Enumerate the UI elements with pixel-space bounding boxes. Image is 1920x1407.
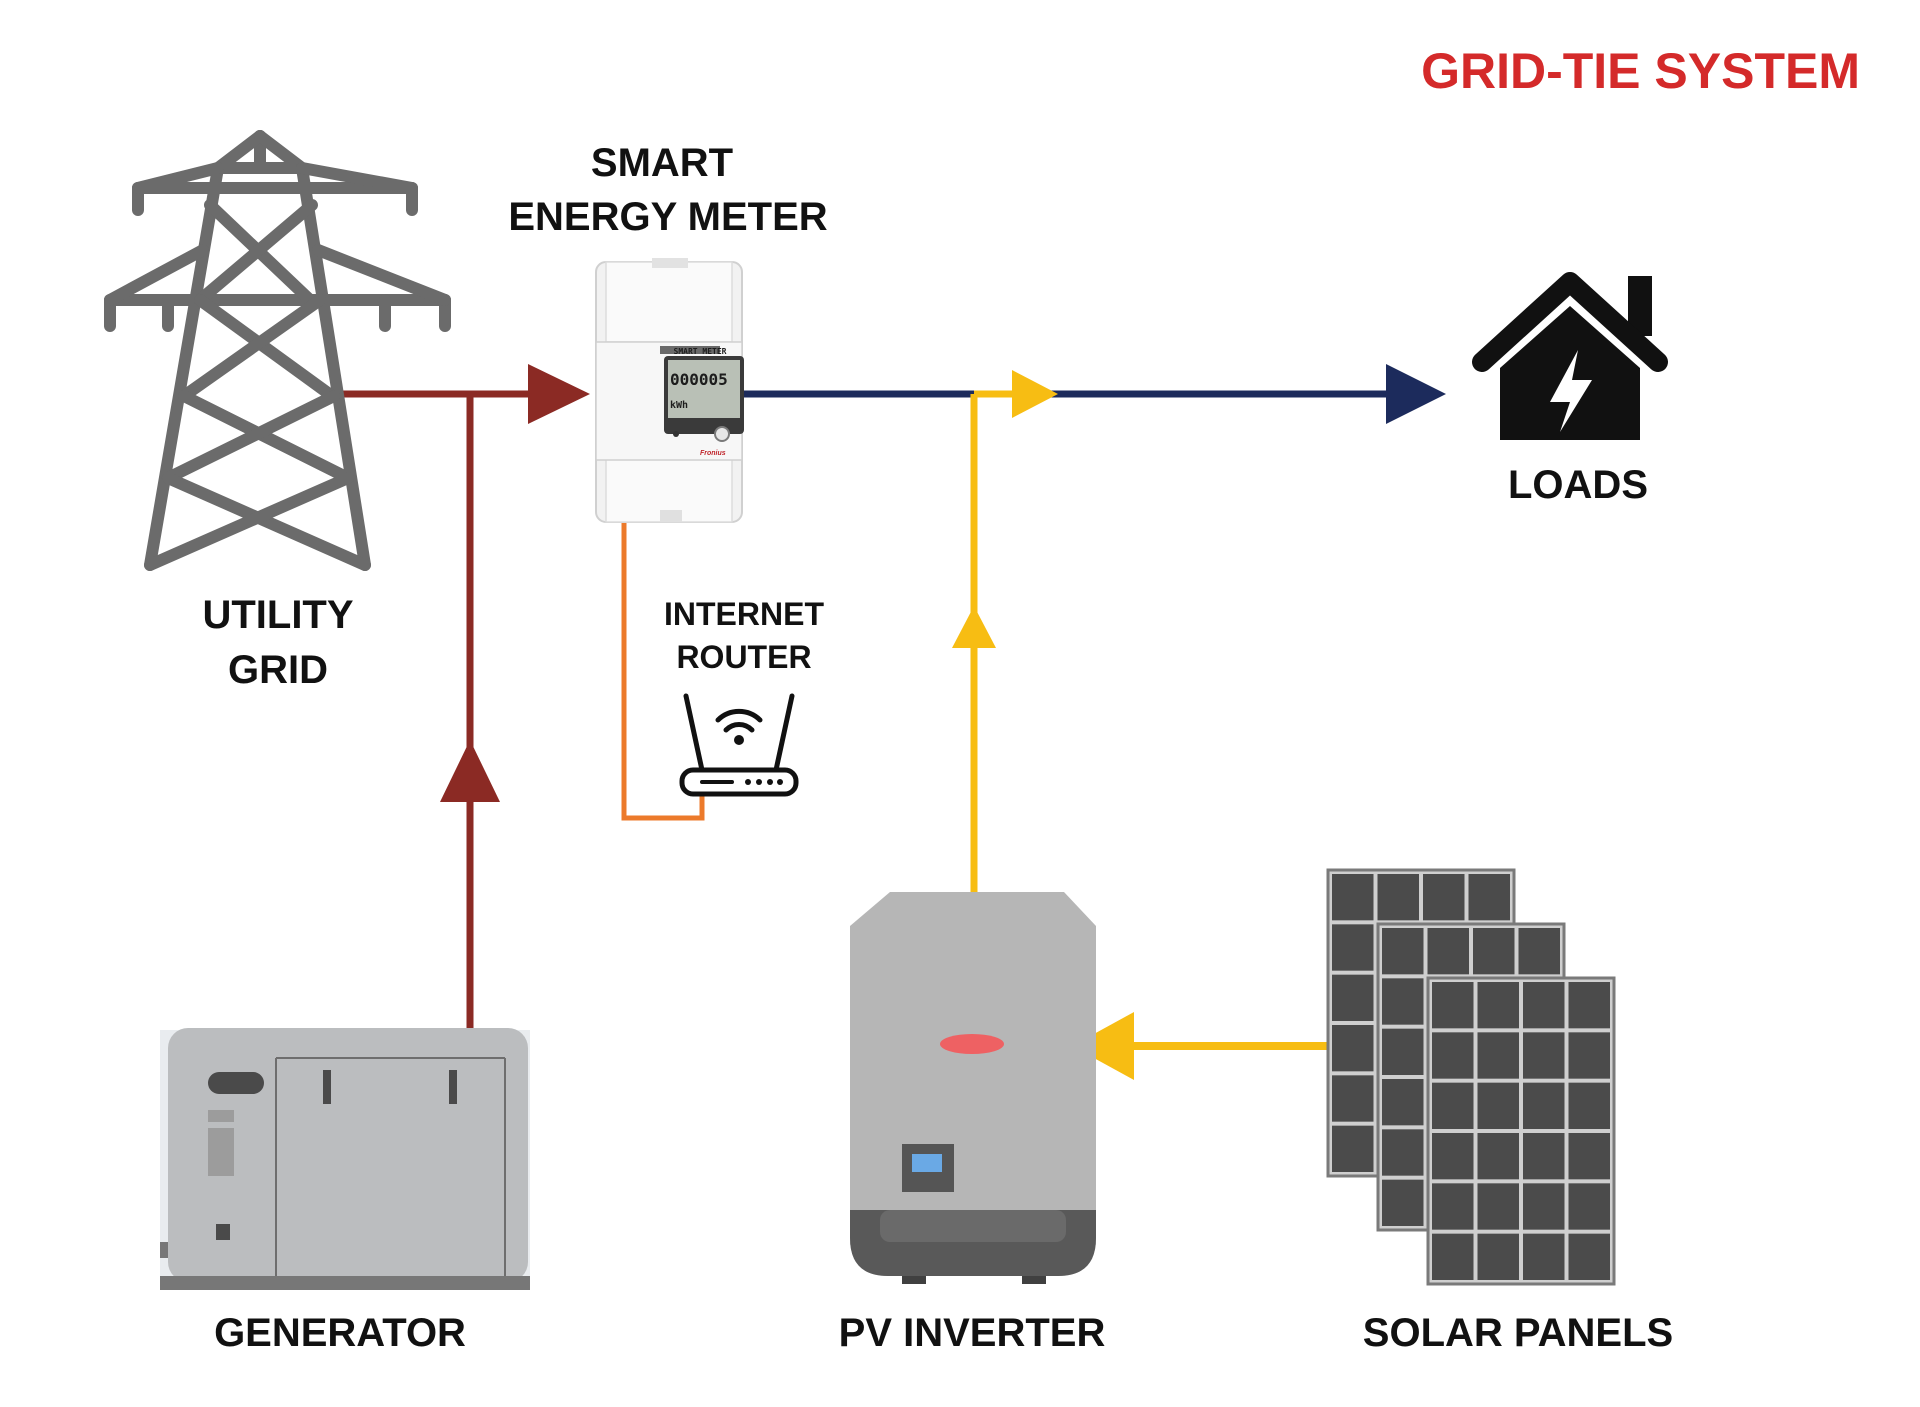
solar-cell [1432, 982, 1474, 1029]
solar-cell [1427, 928, 1469, 975]
solar-cell [1523, 1183, 1565, 1230]
solar-cell [1568, 1032, 1610, 1079]
solar-cell [1432, 1183, 1474, 1230]
solar-cell [1432, 1082, 1474, 1129]
smart-meter-label-line2: ENERGY METER [508, 195, 827, 239]
solar-cell [1523, 1133, 1565, 1180]
connection-grid-to-meter [332, 364, 590, 424]
connection-solar-to-inverter [1072, 1012, 1328, 1080]
generator-label: GENERATOR [214, 1311, 466, 1355]
solar-cell [1432, 1133, 1474, 1180]
connection-generator-to-meter [440, 394, 500, 1028]
pv-inverter-label: PV INVERTER [839, 1311, 1106, 1355]
arrowhead-solar-to-loads [1012, 370, 1058, 418]
meter-button [714, 426, 730, 442]
solar-cell [1568, 1133, 1610, 1180]
solar-cell [1382, 928, 1424, 975]
solar-cell [1477, 1032, 1519, 1079]
arrowhead-to-inverter [1072, 1012, 1134, 1080]
loads-label: LOADS [1508, 463, 1648, 507]
solar-cell [1523, 1032, 1565, 1079]
solar-cell [1332, 924, 1374, 971]
smart-meter-icon: SMART METER 000005 kWh Fronius [595, 258, 744, 523]
solar-cell [1382, 1028, 1424, 1075]
solar-cell [1518, 928, 1560, 975]
solar-cell [1332, 1025, 1374, 1072]
solar-cell [1477, 1133, 1519, 1180]
house-lightning-icon [1472, 272, 1668, 440]
inverter-display [912, 1154, 942, 1172]
solar-cell [1332, 874, 1374, 921]
solar-cell [1477, 1183, 1519, 1230]
meter-lcd-screen [668, 360, 740, 418]
arrowhead-generator-up [440, 740, 500, 802]
meter-brand-logo: Fronius [700, 450, 726, 457]
solar-cell [1332, 1125, 1374, 1172]
solar-panel-icon [1326, 868, 1616, 1286]
smart-meter-label-line1: SMART [591, 141, 733, 185]
solar-cell [1568, 1233, 1610, 1280]
inverter-logo [940, 1034, 1004, 1054]
router-label-line2: ROUTER [676, 639, 811, 675]
generator-icon [160, 1028, 530, 1290]
utility-grid-label-line1: UTILITY [202, 593, 353, 637]
arrowhead-to-meter [528, 364, 590, 424]
utility-grid-label-line2: GRID [228, 648, 328, 692]
arrowhead-to-loads [1386, 364, 1446, 424]
solar-cell [1432, 1233, 1474, 1280]
solar-cell [1473, 928, 1515, 975]
solar-cell [1523, 982, 1565, 1029]
transmission-tower-icon [104, 130, 451, 571]
connection-meter-to-loads [742, 364, 1446, 424]
solar-cell [1332, 974, 1374, 1021]
solar-cell [1432, 1032, 1474, 1079]
connection-inverter-to-loads [952, 370, 1058, 892]
meter-reading: 000005 [670, 370, 728, 389]
solar-cell [1568, 1183, 1610, 1230]
meter-device-label: SMART METER [674, 347, 727, 356]
solar-cell [1523, 1082, 1565, 1129]
solar-cell [1523, 1233, 1565, 1280]
solar-cell [1382, 978, 1424, 1025]
solar-cell [1568, 1082, 1610, 1129]
meter-unit: kWh [670, 400, 688, 411]
solar-cell [1332, 1075, 1374, 1122]
solar-panel-3 [1426, 976, 1616, 1286]
inverter-icon [850, 892, 1096, 1284]
solar-cell [1382, 1179, 1424, 1226]
solar-cell [1477, 1233, 1519, 1280]
solar-cell [1468, 874, 1510, 921]
solar-cell [1568, 982, 1610, 1029]
solar-cell [1423, 874, 1465, 921]
wifi-router-icon [679, 693, 799, 797]
router-label-line1: INTERNET [664, 596, 824, 632]
solar-panels-label: SOLAR PANELS [1363, 1311, 1673, 1355]
solar-cell [1382, 1129, 1424, 1176]
solar-cell [1477, 982, 1519, 1029]
solar-cell [1377, 874, 1419, 921]
connection-meter-to-router [621, 522, 705, 821]
solar-cell [1477, 1082, 1519, 1129]
arrowhead-inverter-up [952, 606, 996, 648]
solar-cell [1382, 1079, 1424, 1126]
diagram-title: GRID-TIE SYSTEM [1421, 43, 1860, 99]
